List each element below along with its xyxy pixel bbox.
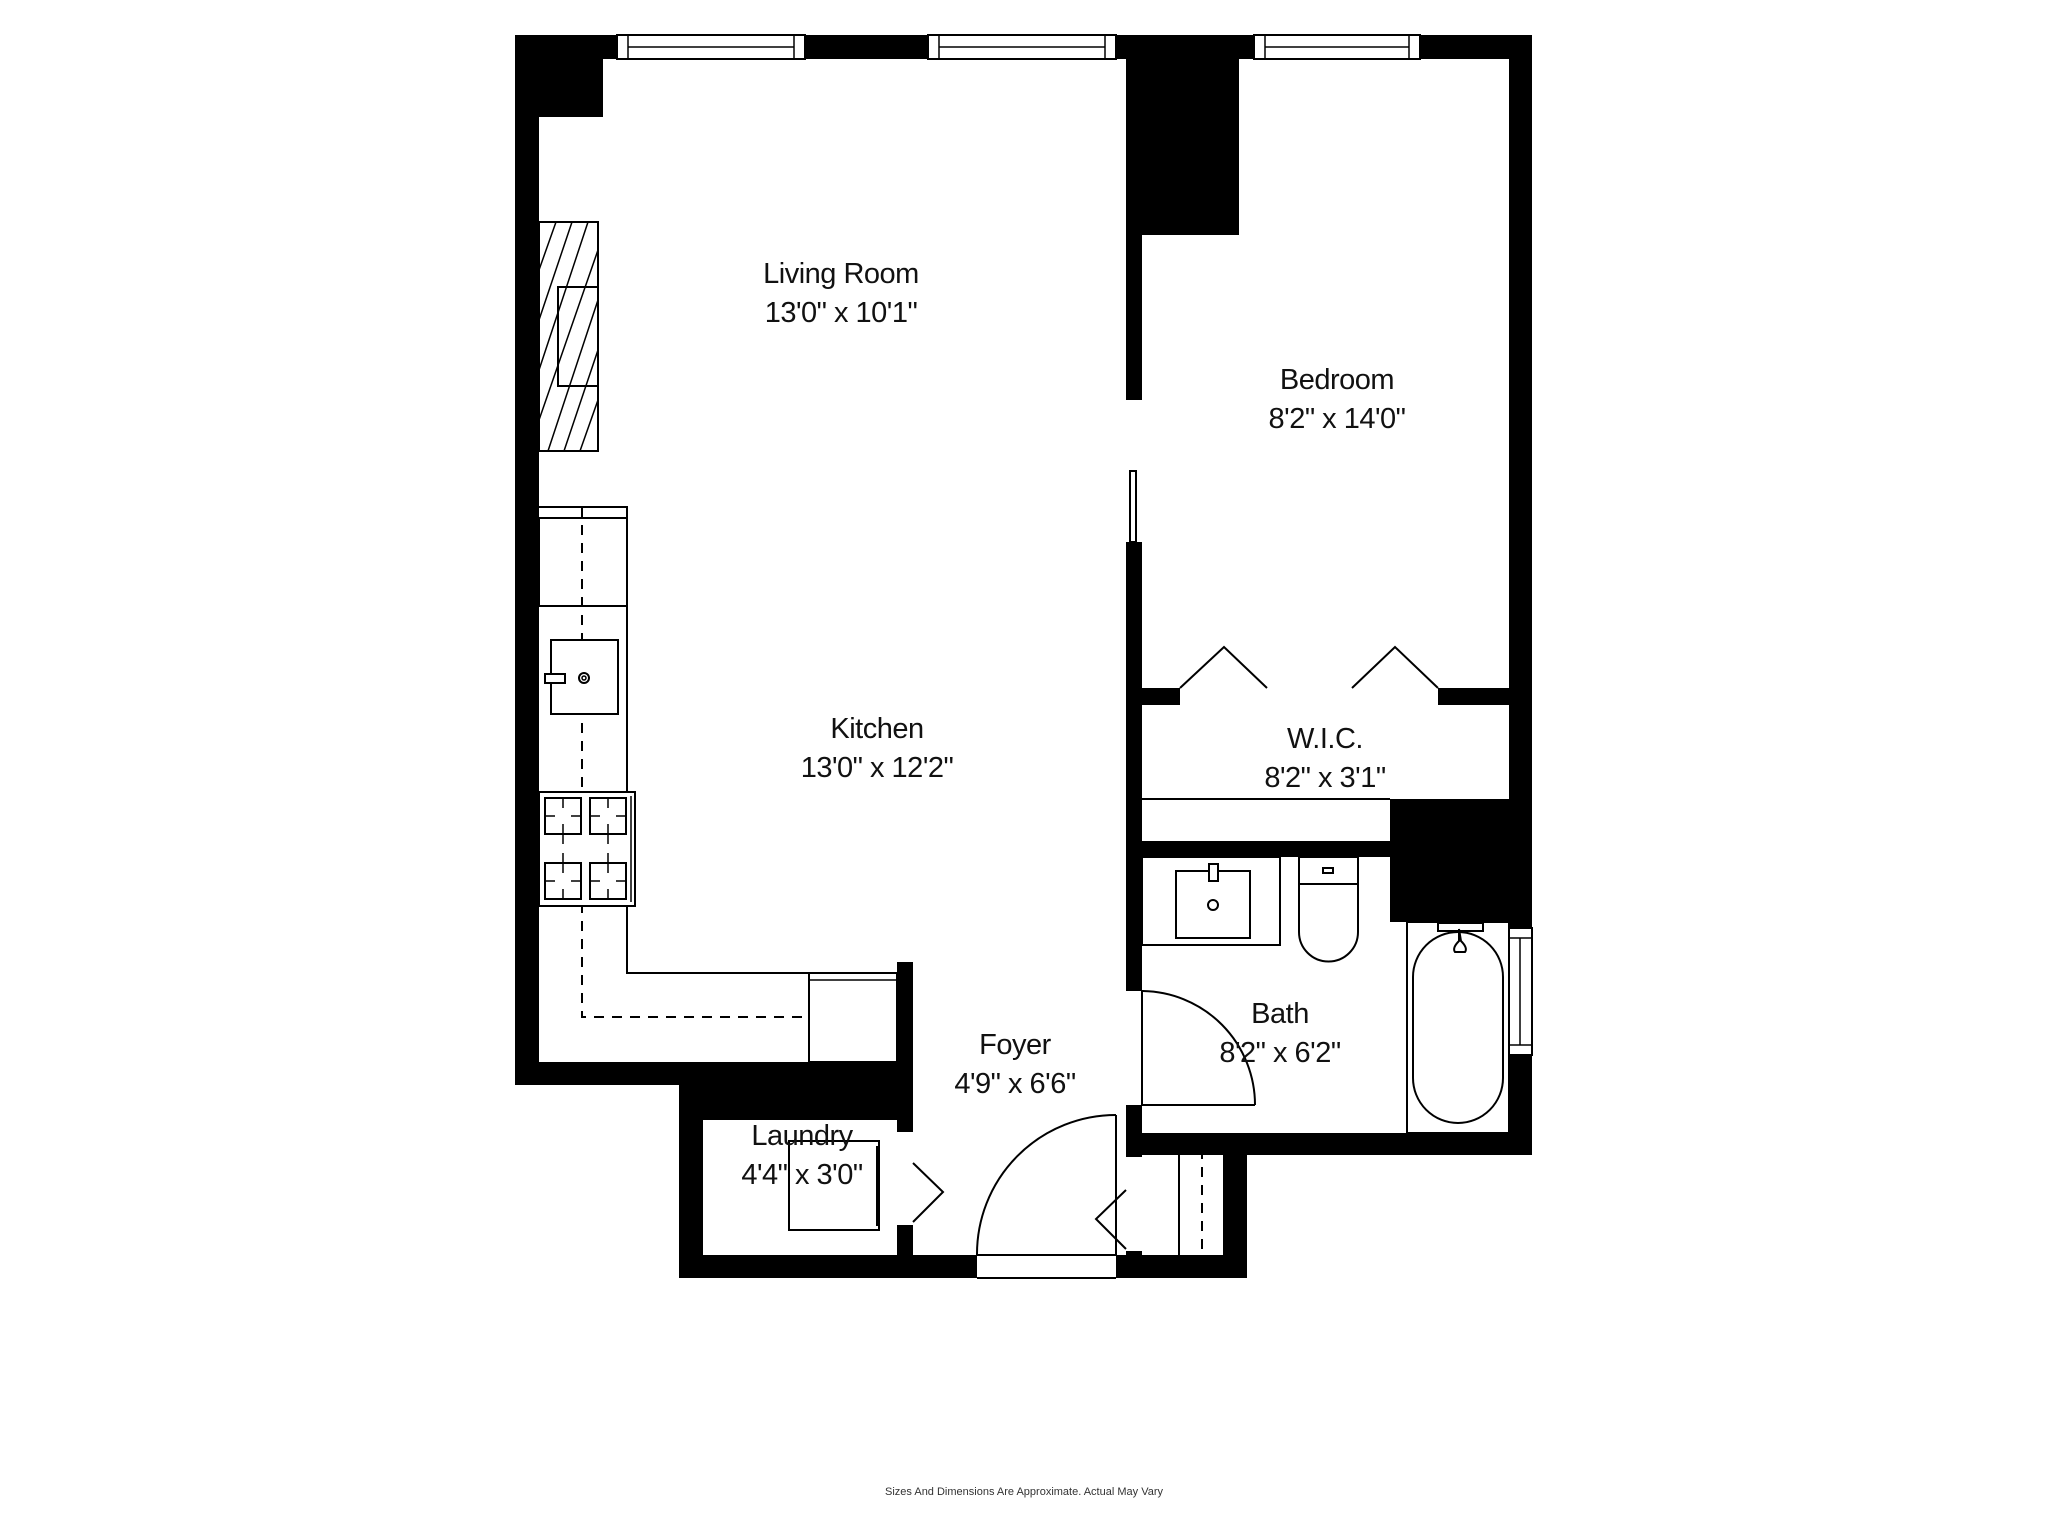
room-label-kitchen: Kitchen 13'0" x 12'2" <box>801 710 954 788</box>
bath-door <box>1141 990 1256 1106</box>
bottom-wall <box>679 1255 1247 1278</box>
laundry-left-wall <box>679 1085 703 1278</box>
laundry-fixtures <box>788 1140 945 1231</box>
room-dimensions: 8'2" x 14'0" <box>1268 403 1406 436</box>
toilet <box>1298 856 1359 963</box>
entry-closet <box>1094 1149 1203 1255</box>
room-label-bedroom: Bedroom 8'2" x 14'0" <box>1269 361 1406 439</box>
wic-bath-wall <box>1142 841 1390 857</box>
left-wall <box>515 35 539 1085</box>
room-name: Kitchen <box>830 713 924 745</box>
room-dimensions: 13'0" x 12'2" <box>800 752 954 785</box>
disclaimer-text: Sizes And Dimensions Are Approximate. Ac… <box>885 1486 1163 1498</box>
windows <box>616 34 1533 1056</box>
room-dimensions: 4'9" x 6'6" <box>954 1068 1076 1101</box>
window-bath <box>1508 927 1533 1056</box>
right-wall <box>1509 35 1532 1155</box>
bath-fixtures <box>1141 856 1510 1134</box>
dishwasher <box>808 972 898 1063</box>
room-name: Bedroom <box>1279 364 1395 396</box>
room-dimensions: 4'4" x 3'0" <box>741 1159 863 1192</box>
drain-icon <box>1207 899 1219 911</box>
stove <box>538 791 636 907</box>
room-label-bath: Bath 8'2" x 6'2" <box>1219 995 1341 1073</box>
room-name: Living Room <box>763 258 919 290</box>
room-name: Bath <box>1251 998 1309 1030</box>
window-bedroom <box>1253 34 1421 60</box>
washer-dryer <box>788 1140 880 1231</box>
room-name: Foyer <box>979 1029 1051 1061</box>
laundry-top-wall <box>679 1062 913 1120</box>
openings <box>897 400 1438 1278</box>
built-in-shelving <box>538 221 599 452</box>
room-name: W.I.C. <box>1287 723 1363 755</box>
closet-bifold-door <box>1094 1189 1127 1250</box>
window-living-1 <box>616 34 806 60</box>
bifold-door-right <box>1351 645 1439 689</box>
laundry-bifold-door <box>912 1162 945 1223</box>
faucet <box>1208 863 1219 882</box>
room-name: Laundry <box>751 1120 853 1152</box>
bath-bottom-wall <box>1142 1133 1532 1155</box>
room-dimensions: 8'2" x 6'2" <box>1219 1037 1341 1070</box>
shaft-column <box>1390 799 1509 922</box>
sliding-door <box>1129 470 1137 543</box>
room-label-foyer: Foyer 4'9" x 6'6" <box>954 1026 1076 1104</box>
kitchen-counter <box>538 506 898 1063</box>
bedroom-fixtures <box>1129 470 1439 689</box>
room-dimensions: 8'2" x 3'1" <box>1264 762 1386 795</box>
bifold-door-left <box>1179 645 1268 689</box>
entry-door <box>975 1114 1117 1279</box>
room-dimensions: 13'0" x 10'1" <box>764 297 918 330</box>
drain-icon <box>578 672 590 684</box>
window-living-2 <box>927 34 1117 60</box>
room-label-wic: W.I.C. 8'2" x 3'1" <box>1264 720 1386 798</box>
faucet <box>544 673 566 684</box>
center-wall <box>1126 59 1142 1255</box>
room-label-laundry: Laundry 4'4" x 3'0" <box>741 1117 863 1195</box>
bedroom-column <box>1126 35 1239 235</box>
closet-right-wall <box>1223 1133 1247 1278</box>
room-label-living-room: Living Room 13'0" x 10'1" <box>763 255 919 333</box>
bathtub <box>1406 921 1510 1134</box>
